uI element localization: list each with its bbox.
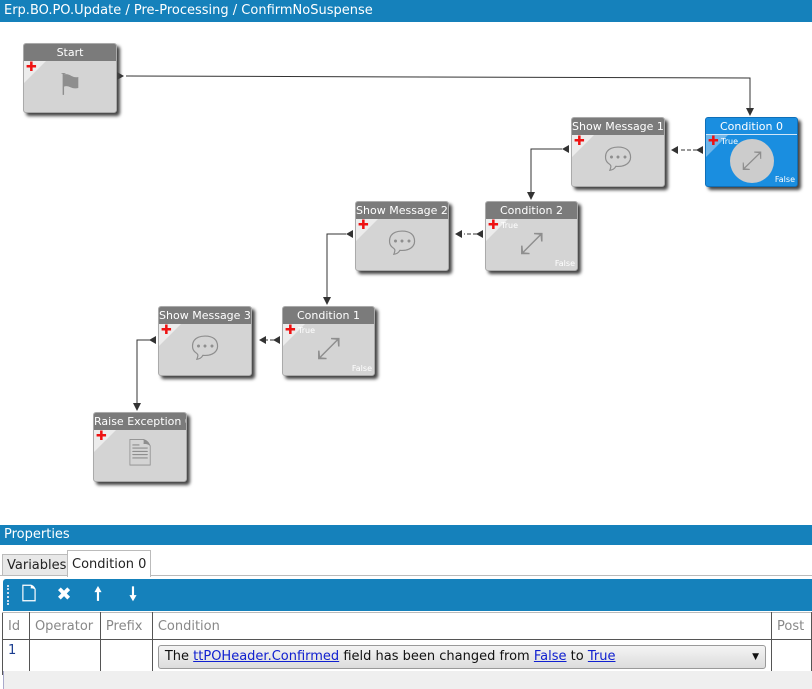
node-show-message-3[interactable]: Show Message 3 ✚ 💬︎ <box>158 306 252 376</box>
document-error-icon: 🗎︎ <box>127 437 153 472</box>
condition-text: to <box>570 649 584 664</box>
connector-start-condition0 <box>125 75 754 116</box>
add-icon[interactable]: ✚ <box>488 218 499 233</box>
condition-arrows-icon: ⤢ <box>316 331 341 366</box>
node-corner <box>159 324 181 346</box>
table-empty-area <box>3 671 812 689</box>
toolbar-grip[interactable] <box>7 585 9 605</box>
true-label: True <box>298 326 315 335</box>
node-corner <box>283 324 305 346</box>
delete-icon[interactable]: ✖ <box>56 584 72 605</box>
node-title: Condition 0 <box>706 118 797 135</box>
node-corner <box>572 135 594 157</box>
connector-msg3-raise <box>133 339 150 411</box>
cell-id: 1 <box>2 639 30 675</box>
tab-condition-0[interactable]: Condition 0 <box>67 550 152 577</box>
col-condition: Condition <box>151 612 773 640</box>
add-icon[interactable]: ✚ <box>574 134 585 149</box>
node-condition-1[interactable]: Condition 1 ✚ True ⤢ False <box>282 306 375 376</box>
node-corner <box>706 135 728 157</box>
new-icon[interactable]: 🗋︎ <box>21 584 37 605</box>
node-raise-exception-0[interactable]: Raise Exception 0 ✚ 🗎︎ <box>93 412 187 482</box>
info-bubble-icon: 💬︎ <box>185 331 225 366</box>
node-title: Raise Exception 0 <box>94 413 186 430</box>
cell-prefix[interactable] <box>99 639 153 675</box>
col-operator: Operator <box>28 612 101 640</box>
true-label: True <box>501 221 518 230</box>
node-title: Show Message 2 <box>356 202 448 219</box>
conditions-table: Id Operator Prefix Condition Post 1 The … <box>2 612 812 675</box>
add-icon[interactable]: ✚ <box>96 429 107 444</box>
node-show-message-2[interactable]: Show Message 2 ✚ 💬︎ <box>355 201 449 271</box>
flag-icon: ⚑ <box>56 68 84 103</box>
node-condition-0[interactable]: Condition 0 ✚ True ⤢ False <box>705 117 798 187</box>
cell-post[interactable] <box>771 639 812 675</box>
move-down-icon[interactable]: 🠗︎ <box>129 584 137 605</box>
condition-dropdown[interactable]: The ttPOHeader.Confirmed field has been … <box>157 645 766 669</box>
node-title: Show Message 1 <box>572 118 664 135</box>
cell-operator[interactable] <box>28 639 101 675</box>
col-prefix: Prefix <box>99 612 153 640</box>
from-value-link[interactable]: False <box>533 649 567 664</box>
node-title: Start <box>24 44 116 61</box>
field-link[interactable]: ttPOHeader.Confirmed <box>193 649 340 664</box>
false-label: False <box>351 364 372 373</box>
table-row[interactable]: 1 The ttPOHeader.Confirmed field has bee… <box>2 639 812 675</box>
info-bubble-icon: 💬︎ <box>598 142 638 177</box>
false-label: False <box>554 259 575 268</box>
node-corner <box>356 219 378 241</box>
col-id: Id <box>2 612 30 640</box>
condition-arrows-icon: ⤢ <box>519 226 544 261</box>
cell-condition: The ttPOHeader.Confirmed field has been … <box>151 639 773 675</box>
properties-header: Properties <box>0 525 812 545</box>
tab-variables[interactable]: Variables <box>2 554 72 576</box>
add-icon[interactable]: ✚ <box>26 60 37 75</box>
condition-text: field has been changed from <box>343 649 530 664</box>
connectors <box>117 72 754 411</box>
info-bubble-icon: 💬︎ <box>382 226 422 261</box>
node-show-message-1[interactable]: Show Message 1 ✚ 💬︎ <box>571 117 665 187</box>
node-title: Condition 1 <box>283 307 374 324</box>
to-value-link[interactable]: True <box>587 649 616 664</box>
add-icon[interactable]: ✚ <box>358 218 369 233</box>
properties-tabs: Variables Condition 0 <box>0 548 812 577</box>
add-icon[interactable]: ✚ <box>285 323 296 338</box>
false-label: False <box>774 175 795 184</box>
condition-arrows-icon: ⤢ <box>729 139 774 183</box>
add-icon[interactable]: ✚ <box>708 134 719 149</box>
node-start[interactable]: Start ✚ ⚑ <box>23 43 117 113</box>
node-corner <box>94 430 116 452</box>
node-title: Condition 2 <box>486 202 577 219</box>
add-icon[interactable]: ✚ <box>161 323 172 338</box>
true-label: True <box>721 137 738 146</box>
col-post: Post <box>771 612 812 640</box>
chevron-down-icon[interactable]: ▼ <box>752 652 759 662</box>
node-condition-2[interactable]: Condition 2 ✚ True ⤢ False <box>485 201 578 271</box>
node-corner <box>24 61 46 83</box>
workflow-canvas[interactable]: Start ✚ ⚑ Show Message 1 ✚ 💬︎ Condition … <box>0 22 812 520</box>
node-corner <box>486 219 508 241</box>
properties-toolbar: 🗋︎ ✖ 🠕︎ 🠗︎ <box>3 579 812 611</box>
move-up-icon[interactable]: 🠕︎ <box>94 584 102 605</box>
table-header: Id Operator Prefix Condition Post <box>2 612 812 640</box>
window-title: Erp.BO.PO.Update / Pre-Processing / Conf… <box>0 0 812 22</box>
connector-msg2-condition1 <box>323 233 346 305</box>
condition-text: The <box>164 649 190 664</box>
node-title: Show Message 3 <box>159 307 251 324</box>
connector-msg1-condition2 <box>527 148 562 200</box>
